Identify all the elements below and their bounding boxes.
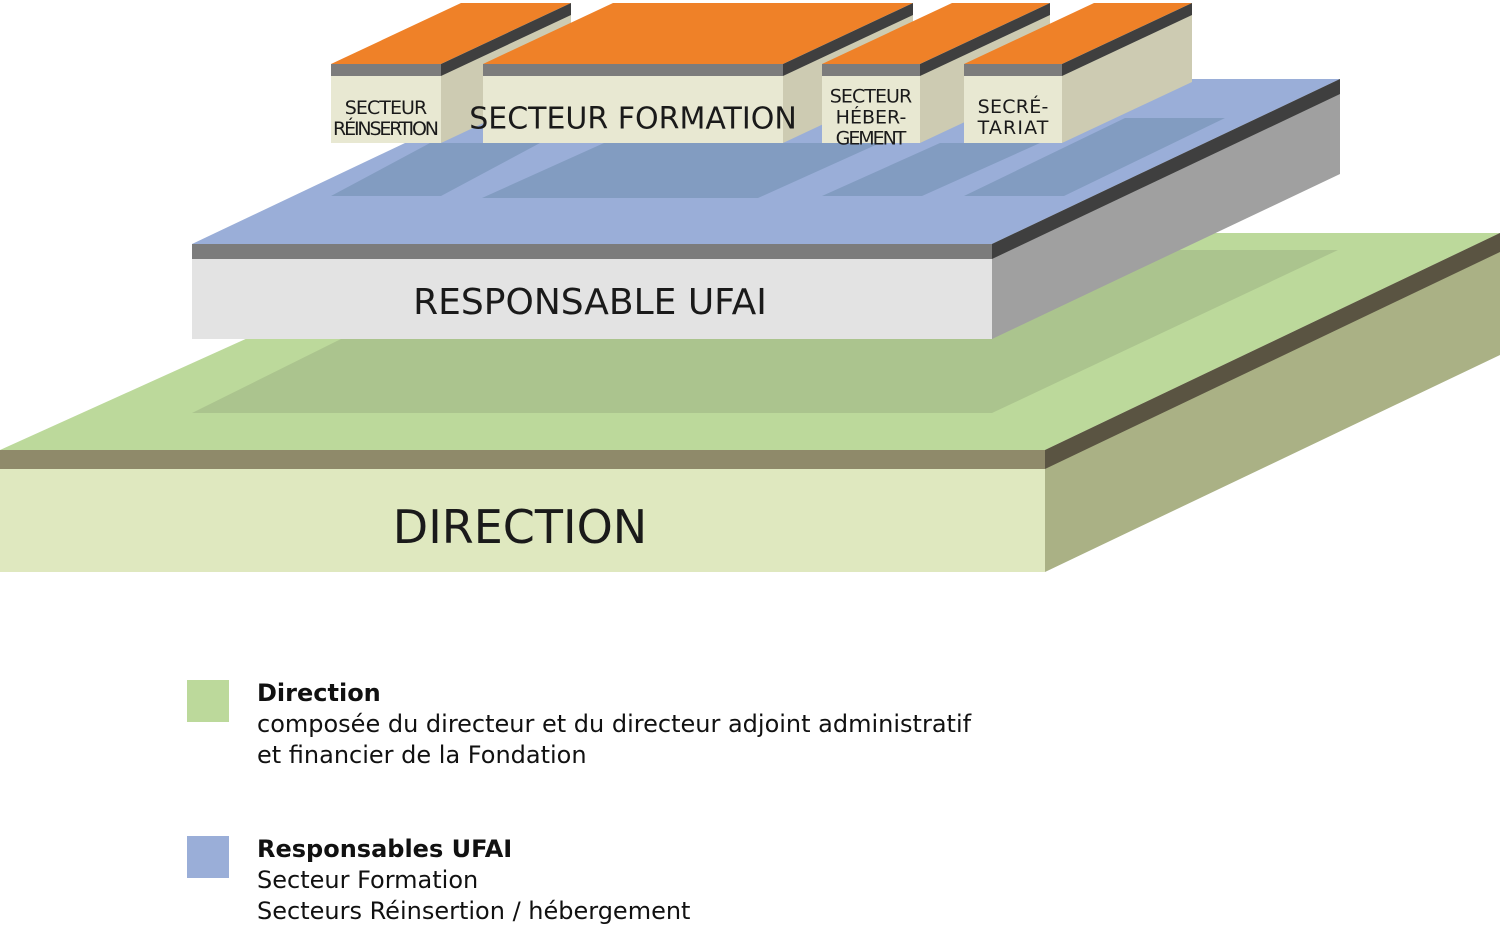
responsable-inner-shadow-3	[822, 143, 1040, 196]
secteur-front-face	[822, 64, 920, 143]
legend-swatch-responsables	[187, 836, 229, 878]
responsable-label: RESPONSABLE UFAI	[413, 282, 767, 323]
secteur-front-edge	[331, 64, 441, 76]
direction-front-edge	[0, 450, 1045, 469]
secteur-label-line: HÉBER-	[836, 106, 907, 129]
direction-side-edge	[1045, 233, 1500, 469]
secteur-top-face	[964, 3, 1192, 64]
responsable-inner-shadow-2	[482, 143, 880, 198]
secteur-label-line: SECTEUR	[345, 97, 427, 119]
legend-line: composée du directeur et du directeur ad…	[257, 710, 972, 738]
responsable-side-face	[992, 79, 1340, 339]
secteur-side-edge	[920, 3, 1050, 76]
secteur-front-face	[483, 64, 783, 143]
secteur-side-edge	[441, 3, 571, 76]
secteur-block: SECTEUR FORMATION	[469, 3, 913, 143]
secteur-label-line: SECTEUR	[830, 86, 912, 108]
secteur-front-edge	[964, 64, 1062, 76]
legend-title-direction: Direction	[257, 679, 381, 707]
secteur-top-face	[483, 3, 913, 64]
legend-text-responsables: Responsables UFAI Secteur Formation Sect…	[257, 834, 690, 927]
secteur-label-line: SECRÉ-	[978, 95, 1049, 118]
secteur-top-face	[331, 3, 571, 64]
organization-diagram: DIRECTION RESPONSABLE UFAI SECTEURRÉINSE…	[0, 3, 1500, 572]
secteur-label-line: TARIAT	[977, 117, 1049, 139]
direction-front-face	[0, 450, 1045, 572]
legend-line: et financier de la Fondation	[257, 741, 587, 769]
direction-side-face	[1045, 233, 1500, 572]
secteur-front-face	[331, 64, 441, 143]
secteur-side-face	[1062, 3, 1192, 143]
legend-text-direction: Direction composée du directeur et du di…	[257, 678, 971, 771]
secteur-front-edge	[483, 64, 783, 76]
legend-line: Secteurs Réinsertion / hébergement	[257, 897, 691, 925]
secteur-front-edge	[822, 64, 920, 76]
responsable-inner-shadow-4	[964, 118, 1225, 196]
secteur-front-face	[964, 64, 1062, 143]
direction-label: DIRECTION	[393, 500, 647, 554]
secteur-top-face	[822, 3, 1050, 64]
legend-line: Secteur Formation	[257, 866, 479, 894]
secteur-label-line: RÉINSERTION	[333, 117, 439, 140]
legend-swatch-direction	[187, 680, 229, 722]
responsable-side-edge	[992, 79, 1340, 259]
secteur-side-edge	[1062, 3, 1192, 76]
responsable-inner-shadow-1	[331, 143, 540, 196]
legend-title-responsables: Responsables UFAI	[257, 835, 513, 863]
responsable-front-face	[192, 244, 992, 339]
secteur-label-line: SECTEUR FORMATION	[469, 102, 797, 137]
secteur-label-line: GEMENT	[836, 128, 907, 150]
secteur-block: SECRÉ-TARIAT	[964, 3, 1192, 143]
secteur-side-edge	[783, 3, 913, 76]
responsable-front-edge	[192, 244, 992, 259]
